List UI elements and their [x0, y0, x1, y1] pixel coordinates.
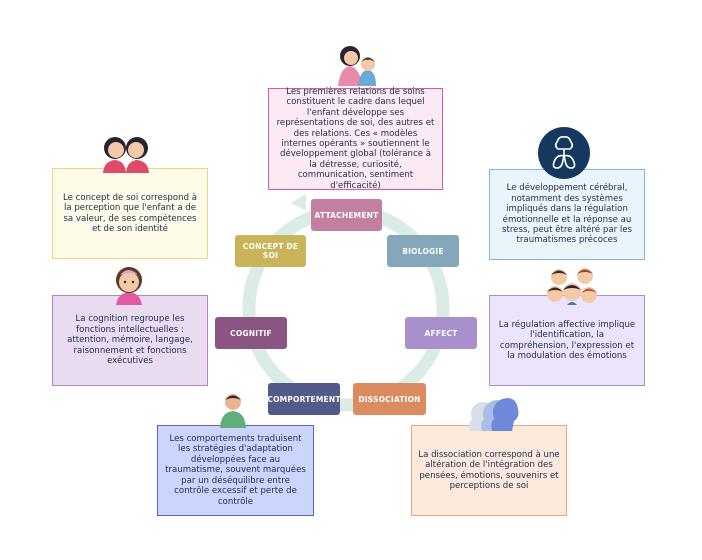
node-dissociation: DISSOCIATION — [353, 383, 426, 415]
person-icon — [220, 394, 246, 428]
mirror-girl-icon — [103, 137, 149, 173]
cycle-arrowhead — [291, 194, 306, 211]
brain-lungs-icon — [538, 127, 590, 179]
description-affect: La régulation affective implique l'ident… — [489, 295, 645, 386]
description-biologie: Le développement cérébral, notamment des… — [489, 169, 645, 260]
thinking-girl-icon — [116, 267, 142, 305]
description-dissociation: La dissociation correspond à une altérat… — [411, 425, 567, 516]
node-biologie: BIOLOGIE — [387, 235, 459, 267]
mother-child-icon — [338, 46, 376, 86]
node-attachement: ATTACHEMENT — [311, 199, 382, 231]
description-attachement: Les premières relations de soins constit… — [268, 87, 443, 191]
node-affect: AFFECT — [405, 317, 477, 349]
node-comportement: COMPORTEMENT — [267, 383, 340, 415]
emotions-faces-icon — [547, 268, 597, 305]
description-concept-de-soi: Le concept de soi correspond à la percep… — [52, 168, 208, 259]
node-concept-de-soi: CONCEPT DE SOI — [235, 235, 306, 267]
description-cognitif: La cognition regroupe les fonctions inte… — [52, 295, 208, 386]
node-cognitif: COGNITIF — [215, 317, 287, 349]
description-comportement: Les comportements traduisent les stratég… — [157, 425, 314, 516]
fading-heads-icon — [469, 398, 519, 431]
